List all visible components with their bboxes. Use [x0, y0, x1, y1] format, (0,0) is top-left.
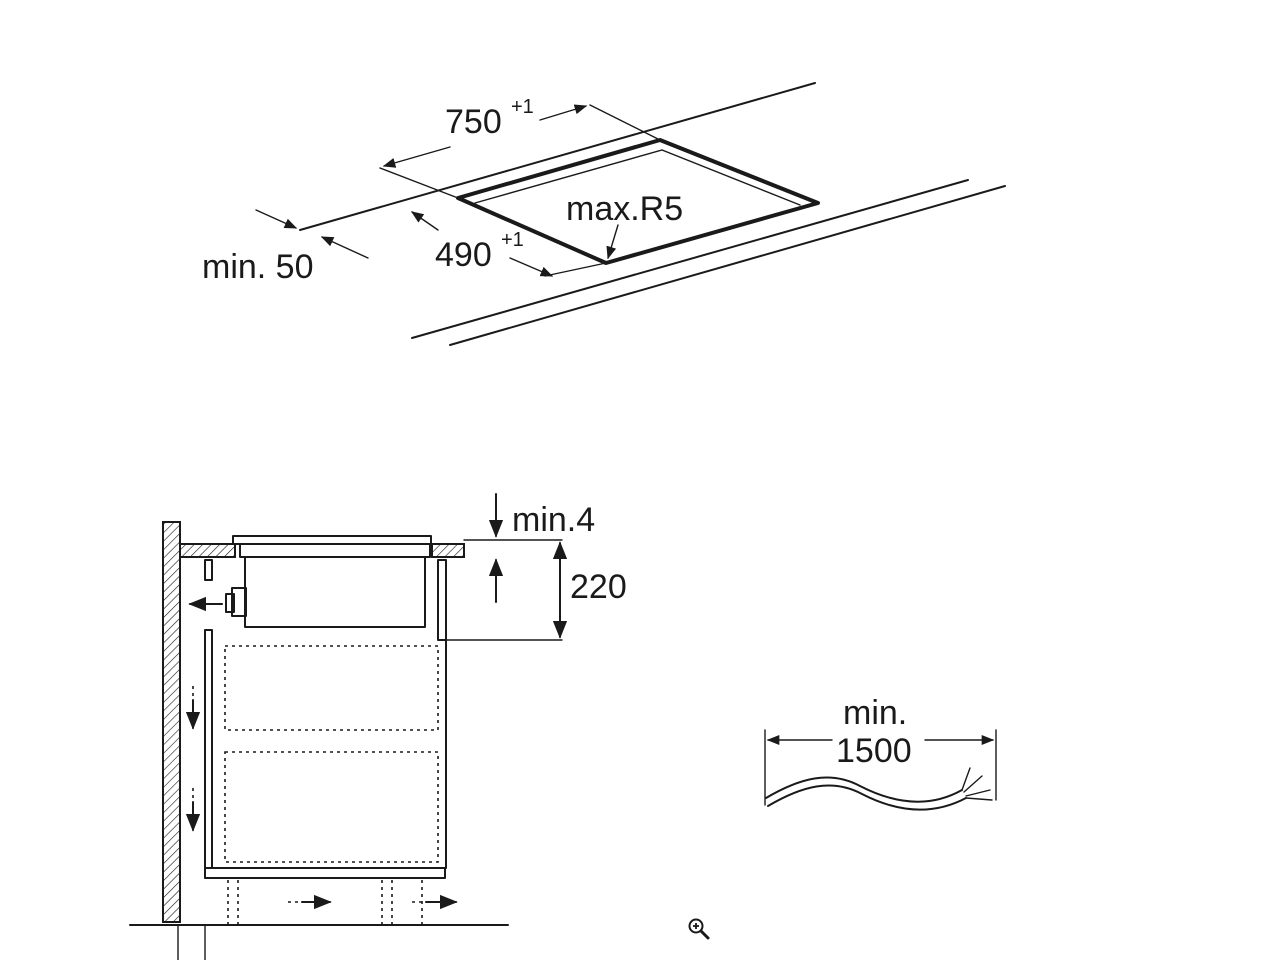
- worktop-front-edge-bottom: [449, 185, 1006, 346]
- width-dimension-arrow-left: [382, 146, 451, 168]
- worktop-right-slab: [431, 543, 465, 558]
- edge-distance-arrow-upper: [255, 209, 298, 229]
- cabinet-left-upper-stub: [204, 559, 213, 581]
- depth-value: 490: [435, 236, 492, 274]
- wall: [162, 521, 181, 923]
- cutout-inner-edge: [474, 149, 801, 206]
- drawer-lower: [224, 751, 439, 863]
- gap-label: min.4: [512, 501, 595, 539]
- worktop-front-edge-top: [411, 179, 969, 339]
- worktop-left-slab: [179, 543, 236, 558]
- cabinet-left-panel: [204, 629, 213, 869]
- cable-length-view: min. 1500: [764, 694, 997, 811]
- magnifier-plus-icon[interactable]: [688, 918, 710, 940]
- cabinet-right-panel: [437, 559, 447, 641]
- depth-extension: [544, 262, 607, 277]
- side-section-view: min.4 220: [129, 493, 627, 960]
- depth-dimension-arrow-bottom: [509, 257, 554, 277]
- radius-leader: [606, 224, 619, 260]
- cutout-outline: [456, 138, 820, 265]
- width-extension-right: [589, 104, 661, 141]
- worktop-cutout-view: 750 +1 490 +1 max.R5 min. 50: [202, 82, 1006, 346]
- cable-label-line2: 1500: [836, 732, 912, 770]
- hob-fan-outlet: [231, 587, 247, 617]
- hob-body: [244, 556, 426, 628]
- cable-inner: [767, 784, 967, 811]
- width-tolerance: +1: [511, 96, 534, 118]
- edge-distance-label: min. 50: [202, 248, 314, 286]
- worktop-back-edge: [299, 82, 816, 231]
- cable-wire-ends: [961, 767, 993, 801]
- cable-outer: [765, 776, 963, 803]
- drawer-upper: [224, 645, 439, 731]
- hob-glass: [232, 535, 432, 545]
- edge-distance-arrow-lower: [320, 236, 369, 259]
- width-extension-left: [379, 167, 459, 199]
- height-label: 220: [570, 568, 627, 606]
- depth-tolerance: +1: [501, 229, 524, 251]
- hob-frame: [239, 543, 431, 558]
- depth-dimension-arrow-top: [410, 211, 439, 231]
- cable-label-line1: min.: [843, 694, 907, 732]
- cabinet-base: [204, 867, 446, 879]
- hob-fan-outlet-cap: [225, 593, 235, 613]
- width-value: 750: [445, 103, 502, 141]
- width-dimension-arrow-right: [539, 104, 588, 121]
- radius-label: max.R5: [566, 190, 683, 228]
